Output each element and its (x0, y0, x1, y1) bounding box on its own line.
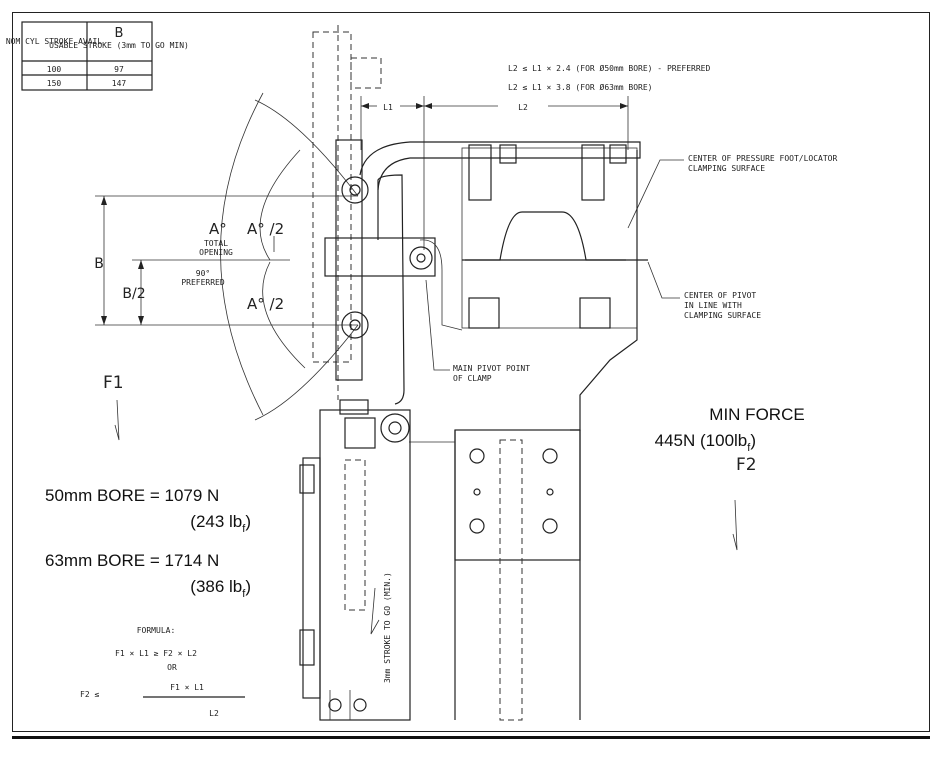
clamp-arm (312, 25, 648, 721)
bore50-text: 50mm BORE = 1079 N (45, 486, 219, 505)
label-total-1: TOTAL (204, 239, 228, 248)
note-center-pivot-3: CLAMPING SURFACE (684, 311, 761, 320)
label-total-2: OPENING (199, 248, 233, 257)
label-a-half-bottom: A° /2 (247, 295, 284, 313)
formula-or: OR (167, 663, 177, 672)
formula-line1: F1 × L1 ≥ F2 × L2 (115, 649, 197, 658)
note-center-pivot-1: CENTER OF PIVOT (684, 291, 756, 300)
table-cell-usable-2: 147 (112, 79, 127, 88)
label-a-deg: A° (209, 220, 227, 238)
label-l1: L1 (383, 103, 393, 112)
label-b: B (94, 256, 104, 272)
note-main-pivot-2: OF CLAMP (453, 374, 492, 383)
drawing-frame (12, 12, 930, 732)
label-l2: L2 (518, 103, 528, 112)
bore50-lb: (243 lbf) (190, 512, 251, 535)
note-center-pressure-1: CENTER OF PRESSURE FOOT/LOCATOR (688, 154, 837, 163)
bore63-text: 63mm BORE = 1714 N (45, 551, 219, 570)
table-cell-usable-1: 97 (114, 65, 124, 74)
annotations-right: CENTER OF PRESSURE FOOT/LOCATOR CLAMPING… (425, 154, 837, 383)
air-cylinder: 3mm STROKE TO GO (MIN.) (299, 399, 411, 721)
table-head-letter: B (115, 26, 124, 41)
label-90: 90° (196, 269, 210, 278)
note-center-pressure-2: CLAMPING SURFACE (688, 164, 765, 173)
label-a-half-top: A° /2 (247, 220, 284, 238)
label-preferred: PREFERRED (181, 278, 225, 287)
label-b-half: B/2 (122, 286, 145, 302)
min-force-value: 445N (100lbf) (655, 431, 756, 454)
l1-l2-dimension: L1 L2 (360, 96, 629, 250)
note-stroke: 3mm STROKE TO GO (MIN.) (383, 572, 392, 683)
label-f2: F2 (736, 455, 757, 475)
note-center-pivot-2: IN LINE WITH (684, 301, 742, 310)
bore-values: 50mm BORE = 1079 N (243 lbf) 63mm BORE =… (45, 486, 251, 600)
note-main-pivot-1: MAIN PIVOT POINT (453, 364, 530, 373)
table-head-right: USABLE STROKE (3mm TO GO MIN) (49, 41, 189, 50)
b-dimensions: B B/2 A° A° /2 A° /2 TOTAL OPENING 90° P… (94, 92, 359, 421)
note-l2-63: L2 ≤ L1 × 3.8 (FOR Ø63mm BORE) (508, 82, 653, 92)
bore63-lb: (386 lbf) (190, 577, 251, 600)
formula-denominator: L2 (209, 709, 219, 718)
label-f1: F1 (103, 373, 124, 393)
force-f1: F1 (103, 373, 124, 441)
formula-numerator: F1 × L1 (170, 683, 204, 692)
formula-line2-left: F2 ≤ (80, 690, 99, 699)
force-f2: F2 MIN FORCE 445N (100lbf) (655, 405, 805, 551)
formula: FORMULA: F1 × L1 ≥ F2 × L2 OR F2 ≤ F1 × … (80, 626, 245, 718)
table-head-left: NOM CYL STROKE AVAIL (6, 37, 103, 46)
table-cell-nom-2: 150 (47, 79, 62, 88)
formula-title: FORMULA: (137, 626, 176, 635)
table-cell-nom-1: 100 (47, 65, 62, 74)
note-l2-preferred: L2 ≤ L1 × 2.4 (FOR Ø50mm BORE) - PREFERR… (508, 63, 710, 73)
min-force-title: MIN FORCE (709, 405, 804, 424)
bottom-rule (12, 736, 930, 739)
stroke-table: NOM CYL STROKE AVAIL B USABLE STROKE (3m… (6, 21, 189, 91)
